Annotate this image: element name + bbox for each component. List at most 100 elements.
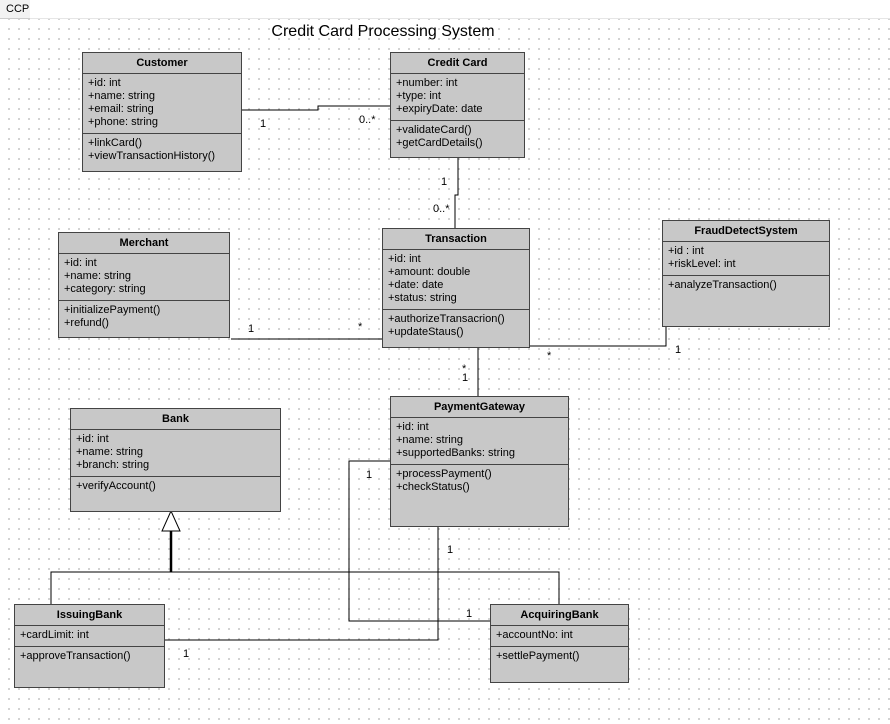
assoc-customer-creditcard [241,105,390,111]
attribute: +name: string [396,434,463,446]
multiplicity-label: 0..* [433,203,450,215]
diagram-title: Credit Card Processing System [271,23,495,40]
class-name: FraudDetectSystem [663,221,829,242]
class-name: Credit Card [391,53,524,74]
attributes-compartment: +id: int +name: string +email: string +p… [83,74,241,134]
attribute: +expiryDate: date [396,103,483,115]
multiplicity-label: * [358,321,363,333]
attribute: +id: int [76,433,109,445]
diagram-tab[interactable]: CCP [0,0,37,19]
attribute: +id: int [64,257,97,269]
multiplicity-label: 1 [260,118,267,130]
gen-acquiring [172,571,560,605]
class-name: Customer [83,53,241,74]
generalization-arrowhead [161,509,181,532]
operations-compartment: +verifyAccount() [71,477,280,497]
operation: +getCardDetails() [396,137,483,149]
attribute: +accountNo: int [496,629,573,641]
tab-strip [30,0,890,19]
attribute: +email: string [88,103,154,115]
multiplicity-label: 1 [183,648,190,660]
class-fraud-detect-system[interactable]: FraudDetectSystem +id : int +riskLevel: … [662,220,830,327]
assoc-gateway-issuing [165,527,439,641]
class-name: Bank [71,409,280,430]
class-transaction[interactable]: Transaction +id: int +amount: double +da… [382,228,530,348]
operations-compartment: +processPayment() +checkStatus() [391,465,568,498]
attribute: +number: int [396,77,458,89]
operation: +verifyAccount() [76,480,156,492]
attribute: +name: string [88,90,155,102]
operations-compartment: +approveTransaction() [15,647,164,667]
class-customer[interactable]: Customer +id: int +name: string +email: … [82,52,242,172]
class-name: IssuingBank [15,605,164,626]
attributes-compartment: +id: int +name: string +category: string [59,254,229,301]
multiplicity-label: 1 [248,323,255,335]
attributes-compartment: +id : int +riskLevel: int [663,242,829,276]
operation: +refund() [64,317,109,329]
operations-compartment: +initializePayment() +refund() [59,301,229,334]
multiplicity-label: 1 [447,544,454,556]
class-merchant[interactable]: Merchant +id: int +name: string +categor… [58,232,230,338]
multiplicity-label: 0..* [359,114,376,126]
class-name: AcquiringBank [491,605,628,626]
attributes-compartment: +id: int +amount: double +date: date +st… [383,250,529,310]
attributes-compartment: +number: int +type: int +expiryDate: dat… [391,74,524,121]
attribute: +amount: double [388,266,471,278]
attribute: +riskLevel: int [668,258,736,270]
class-name: Transaction [383,229,529,250]
attributes-compartment: +id: int +name: string +supportedBanks: … [391,418,568,465]
attribute: +type: int [396,90,441,102]
multiplicity-label: 1 [466,608,473,620]
attributes-compartment: +accountNo: int [491,626,628,647]
attribute: +id: int [396,421,429,433]
attribute: +cardLimit: int [20,629,89,641]
attribute: +branch: string [76,459,150,471]
class-acquiring-bank[interactable]: AcquiringBank +accountNo: int +settlePay… [490,604,629,683]
multiplicity-label: * [547,350,552,362]
attribute: +supportedBanks: string [396,447,515,459]
attribute: +category: string [64,283,146,295]
assoc-creditcard-transaction [454,158,459,229]
attribute: +id : int [668,245,704,257]
operation: +initializePayment() [64,304,161,316]
class-credit-card[interactable]: Credit Card +number: int +type: int +exp… [390,52,525,158]
multiplicity-label: 1 [462,372,469,384]
operation: +authorizeTransacrion() [388,313,505,325]
attribute: +status: string [388,292,457,304]
operation: +linkCard() [88,137,143,149]
class-payment-gateway[interactable]: PaymentGateway +id: int +name: string +s… [390,396,569,527]
operation: +validateCard() [396,124,472,136]
class-issuing-bank[interactable]: IssuingBank +cardLimit: int +approveTran… [14,604,165,688]
multiplicity-label: * [462,363,467,375]
gen-issuing [50,571,172,605]
operations-compartment: +linkCard() +viewTransactionHistory() [83,134,241,167]
operations-compartment: +authorizeTransacrion() +updateStaus() [383,310,529,343]
operation: +updateStaus() [388,326,464,338]
operations-compartment: +settlePayment() [491,647,628,667]
assoc-gateway-acquiring [348,460,490,622]
multiplicity-label: 1 [441,176,448,188]
attribute: +name: string [64,270,131,282]
diagram-tab-label: CCP [6,3,30,15]
class-name: PaymentGateway [391,397,568,418]
attributes-compartment: +id: int +name: string +branch: string [71,430,280,477]
assoc-transaction-fraud [530,327,667,347]
attribute: +id: int [388,253,421,265]
class-name: Merchant [59,233,229,254]
operation: +viewTransactionHistory() [88,150,216,162]
operation: +analyzeTransaction() [668,279,777,291]
operations-compartment: +analyzeTransaction() [663,276,829,296]
operation: +checkStatus() [396,481,470,493]
attribute: +name: string [76,446,143,458]
attribute: +id: int [88,77,121,89]
multiplicity-label: 1 [366,469,373,481]
operation: +settlePayment() [496,650,580,662]
attribute: +phone: string [88,116,159,128]
multiplicity-label: 1 [675,344,682,356]
attributes-compartment: +cardLimit: int [15,626,164,647]
operation: +processPayment() [396,468,492,480]
operations-compartment: +validateCard() +getCardDetails() [391,121,524,154]
operation: +approveTransaction() [20,650,131,662]
class-bank[interactable]: Bank +id: int +name: string +branch: str… [70,408,281,512]
